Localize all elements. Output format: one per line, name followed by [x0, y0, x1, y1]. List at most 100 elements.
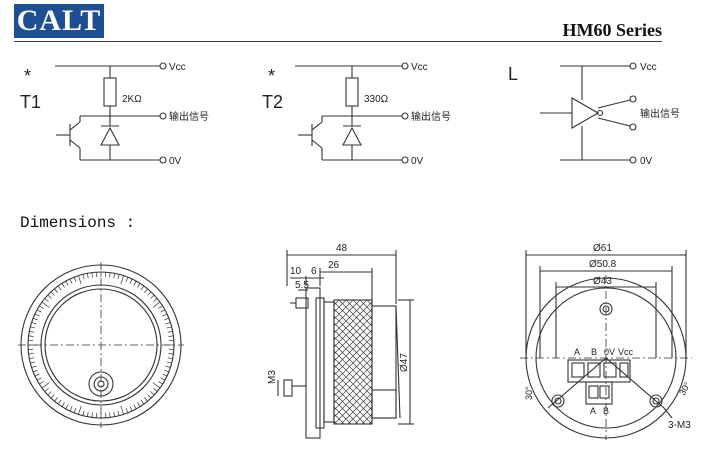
knurl-line	[333, 343, 373, 383]
knurl-line	[333, 299, 354, 320]
dial-tick	[32, 369, 38, 373]
dial-tick	[168, 353, 174, 355]
knurl-line	[333, 357, 373, 397]
knurl-line	[333, 413, 345, 425]
dial-tick	[86, 411, 89, 417]
dial-tick	[147, 394, 152, 399]
dial-tick	[41, 301, 50, 308]
knurl-line	[333, 371, 373, 411]
dial-tick	[39, 381, 44, 385]
knurl-line	[361, 413, 373, 425]
dial-tick	[125, 408, 129, 414]
dial-tick	[44, 388, 49, 392]
dial-tick	[129, 406, 133, 412]
dial-tick	[120, 275, 124, 285]
knurl-line	[333, 406, 352, 425]
dial-tick	[31, 365, 37, 368]
dial-tick	[29, 330, 35, 333]
dial-tick	[109, 272, 111, 278]
lower-terminal-a: A	[590, 406, 596, 416]
dim-6: 6	[311, 266, 317, 277]
dial-tick	[41, 382, 50, 389]
dim-5-5: 5.5	[295, 280, 309, 291]
dial-tick	[29, 357, 35, 360]
knurl-line	[368, 420, 373, 425]
dial-tick	[78, 275, 82, 285]
terminal-label-vcc: Vcc	[618, 347, 634, 357]
dim-dia43: Ø43	[593, 276, 612, 287]
series-title: HM60 Series	[562, 20, 662, 40]
knurl-line	[333, 299, 340, 306]
dial-tick	[30, 326, 36, 329]
dial-tick	[162, 373, 168, 377]
t2-output: 输出信号	[411, 110, 451, 123]
dial-tick	[120, 405, 124, 415]
knurl-line	[333, 350, 373, 390]
dial-tick	[57, 285, 62, 291]
knurl-line	[345, 299, 373, 327]
dial-tick	[34, 373, 40, 377]
knurl-line	[333, 315, 373, 355]
dial-tick	[28, 335, 34, 337]
t1-ground: 0V	[169, 156, 182, 167]
circuit-t2	[295, 62, 409, 164]
side-view-knurl-hatch	[333, 299, 373, 425]
dial-tick	[28, 353, 34, 355]
diode-t1	[100, 126, 120, 146]
knurl-line	[338, 299, 373, 334]
knurl-line	[352, 299, 373, 320]
dial-tick	[137, 402, 141, 407]
dial-tick	[36, 309, 42, 313]
dial-tick	[61, 283, 65, 288]
dial-tick	[109, 412, 111, 418]
l-label: L	[508, 64, 518, 84]
dial-knob	[88, 371, 114, 397]
dial-tick	[30, 361, 36, 364]
dial-graduations	[28, 272, 174, 418]
dial-tick	[152, 382, 161, 389]
dial-tick	[158, 305, 163, 309]
dial-tick	[69, 406, 73, 412]
knurl-line	[333, 308, 373, 348]
dial-tick	[166, 326, 172, 329]
dial-tick	[117, 410, 120, 416]
dial-tick	[57, 399, 62, 405]
dial-tick	[137, 283, 141, 288]
dial-tick	[158, 381, 163, 385]
dial-tick	[144, 397, 148, 402]
dial-tick	[31, 322, 37, 325]
dial-tick	[129, 278, 133, 284]
dial-tick	[153, 298, 158, 302]
dimensions-heading: Dimensions :	[20, 214, 136, 232]
dim-48: 48	[336, 243, 348, 254]
side-view	[277, 250, 414, 439]
l-ground: 0V	[640, 156, 653, 167]
resistor-t2	[345, 77, 359, 107]
dial-tick	[164, 369, 170, 373]
dial-tick	[113, 273, 116, 279]
circuit-labels: * T1 2KΩ Vcc 输出信号 0V * T2 330Ω Vcc 输出信号 …	[20, 62, 680, 167]
t2-vcc: Vcc	[411, 62, 428, 73]
t1-mark: *	[24, 66, 31, 86]
knurl-line	[333, 399, 359, 425]
knurl-line	[333, 336, 373, 376]
dim-dia50-8: Ø50.8	[589, 259, 617, 270]
knurl-line	[333, 301, 373, 341]
dial-tick	[61, 402, 65, 407]
t1-resistor-value: 2KΩ	[122, 94, 142, 105]
terminal-label-b: B	[591, 347, 597, 357]
dim-dia47: Ø47	[399, 353, 410, 372]
knurl-line	[354, 406, 373, 425]
dial-tick	[69, 278, 73, 284]
dial-tick	[86, 273, 89, 279]
dial-tick	[140, 399, 145, 405]
dial-tick	[160, 309, 166, 313]
diode-t2	[342, 126, 362, 146]
knurl-line	[347, 399, 373, 425]
dial-tick	[91, 412, 93, 418]
t2-resistor-value: 330Ω	[364, 94, 389, 105]
t2-label: T2	[262, 92, 283, 112]
angle-right: 30°	[677, 380, 693, 397]
dial-tick	[147, 291, 152, 296]
dial-tick	[164, 317, 170, 321]
